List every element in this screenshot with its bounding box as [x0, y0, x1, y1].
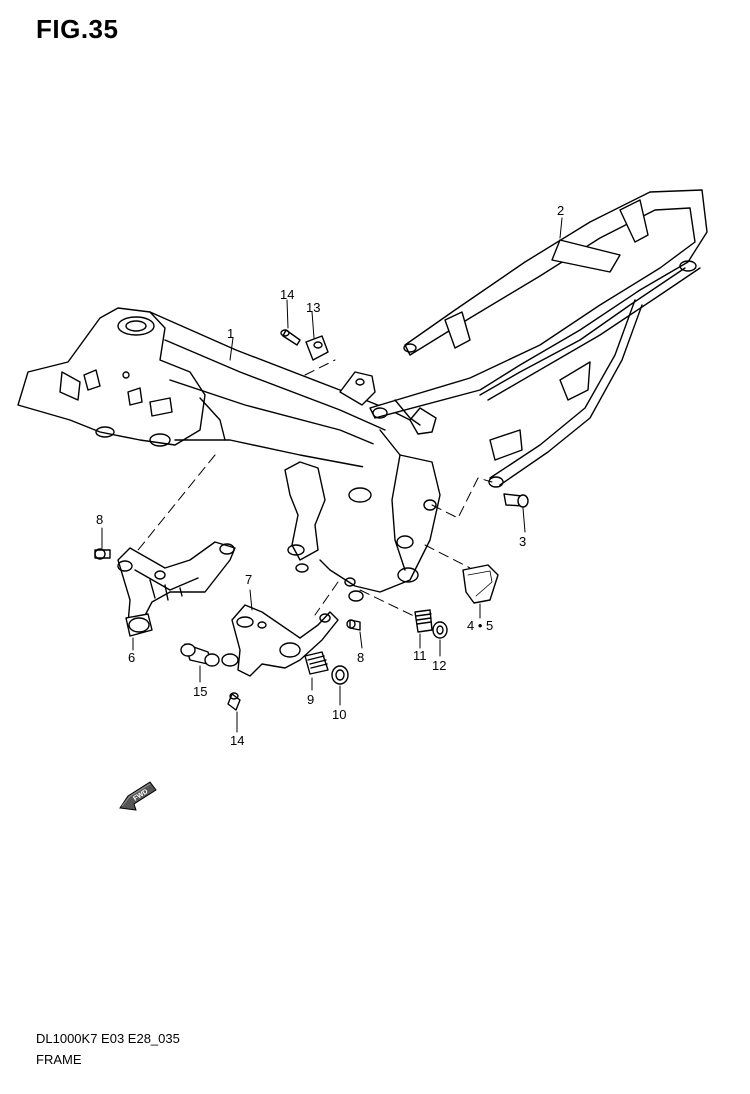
callout-2: 2: [557, 203, 564, 218]
callout-3: 3: [519, 534, 526, 549]
callout-15: 15: [193, 684, 207, 699]
callout-8-left: 8: [96, 512, 103, 527]
callout-14-top: 14: [280, 287, 294, 302]
callout-1: 1: [227, 326, 234, 341]
bolt-part: [280, 329, 301, 346]
fwd-arrow-icon: FWD: [119, 781, 157, 811]
callout-7: 7: [245, 572, 252, 587]
spacer-part: [305, 335, 329, 361]
callout-6: 6: [128, 650, 135, 665]
bolt-part: [94, 548, 111, 560]
bracket-part: [221, 604, 339, 677]
bolt-part: [227, 692, 241, 711]
callout-13: 13: [306, 300, 320, 315]
damper-part: [304, 651, 329, 675]
figure-title: FIG.35: [36, 14, 119, 44]
cover-pad-part: [462, 564, 499, 604]
callout-12: 12: [432, 658, 446, 673]
callout-4-5: 4 • 5: [467, 618, 493, 633]
callout-9: 9: [307, 692, 314, 707]
rear-subframe-part: [369, 189, 708, 488]
callout-labels: 1 2 3 4 • 5 6 7 8 8 9 10 11 12 13 14 14 …: [96, 203, 564, 748]
sleeve-part: [180, 643, 220, 667]
bolt-part: [503, 493, 529, 508]
collar-part: [331, 665, 349, 685]
diagram-code: DL1000K7 E03 E28_035: [36, 1031, 180, 1046]
collar-part: [432, 621, 448, 639]
damper-part: [414, 609, 433, 633]
callout-10: 10: [332, 707, 346, 722]
main-frame-part: [17, 307, 441, 602]
callout-8-right: 8: [357, 650, 364, 665]
diagram-name: FRAME: [36, 1052, 82, 1067]
callout-11: 11: [413, 648, 427, 663]
fwd-label: FWD: [132, 788, 149, 803]
footrest-bracket-part: [117, 541, 236, 637]
bolt-part: [346, 619, 361, 631]
callout-14-bottom: 14: [230, 733, 244, 748]
